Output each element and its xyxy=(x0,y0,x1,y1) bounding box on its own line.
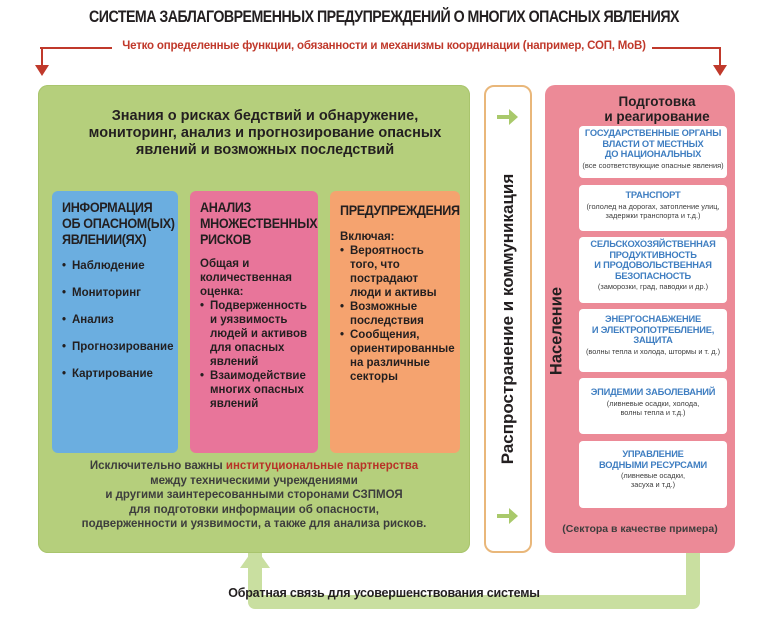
title-line: АНАЛИЗ xyxy=(200,199,252,215)
sector-note: (ливневые осадки, засуха и т.д.) xyxy=(620,471,686,489)
dissemination-label: Распространение и коммуникация xyxy=(498,173,517,465)
risk-knowledge-heading: Знания о рисках бедствий и обнаружение, … xyxy=(60,108,470,159)
partnership-line: для подготовки информации об опасности, xyxy=(129,503,379,516)
list-item: Анализ xyxy=(62,313,168,327)
list-item: Прогнозирование xyxy=(62,340,173,354)
feedback-label: Обратная связь для усовершенствования си… xyxy=(228,586,540,600)
list-item: Мониторинг xyxy=(62,286,168,300)
down-arrow-left-icon xyxy=(35,47,49,76)
sector-energy: ЭНЕРГОСНАБЖЕНИЕ И ЭЛЕКТРОПОТРЕБЛЕНИЕ, ЗА… xyxy=(579,309,727,372)
partnership-line: и другими заинтересованными сторонами СЗ… xyxy=(105,489,403,501)
warnings-box: ПРЕДУПРЕЖДЕНИЯ Включая: Вероятность того… xyxy=(330,191,460,453)
sector-title: УПРАВЛЕНИЕ ВОДНЫМИ РЕСУРСАМИ xyxy=(582,449,724,470)
partnership-highlight: институциональные партнерства xyxy=(225,460,419,472)
title-line: ВОДНЫМИ РЕСУРСАМИ xyxy=(598,459,707,470)
sector-note: (гололед на дорогах, затопление улиц, за… xyxy=(586,201,720,220)
title-line: Подготовка xyxy=(618,94,696,109)
warnings-list: Вероятность того, что пострадают люди и … xyxy=(340,244,455,384)
list-item: Подверженность и уязвимость людей и акти… xyxy=(200,299,308,369)
multi-hazard-risk-analysis-box: АНАЛИЗ МНОЖЕСТВЕННЫХ РИСКОВ Общая и коли… xyxy=(190,191,318,453)
coordination-line-left xyxy=(40,47,112,49)
hazard-information-box: ИНФОРМАЦИЯ ОБ ОПАСНОМ(ЫХ) ЯВЛЕНИИ(ЯХ) На… xyxy=(52,191,178,453)
title-line: РИСКОВ xyxy=(200,231,251,247)
sector-title: ЭНЕРГОСНАБЖЕНИЕ И ЭЛЕКТРОПОТРЕБЛЕНИЕ, ЗА… xyxy=(582,314,724,346)
sectors-example-note: (Сектора в качестве примера) xyxy=(562,523,718,535)
right-arrow-icon xyxy=(497,109,518,125)
partnership-text: Исключительно важны институциональные па… xyxy=(38,459,470,532)
coordination-line-right xyxy=(652,47,720,49)
diagram-title: СИСТЕМА ЗАБЛАГОВРЕМЕННЫХ ПРЕДУПРЕЖДЕНИЙ … xyxy=(89,8,679,26)
title-line: МНОЖЕСТВЕННЫХ xyxy=(200,215,318,231)
title-line: И ЭЛЕКТРОПОТРЕБЛЕНИЕ, xyxy=(591,324,715,335)
title-line: СЕЛЬСКОХОЗЯЙСТВЕННАЯ xyxy=(590,239,716,249)
sector-agriculture: СЕЛЬСКОХОЗЯЙСТВЕННАЯ ПРОДУКТИВНОСТЬ И ПР… xyxy=(579,237,727,303)
heading-line: явлений и возможных последствий xyxy=(135,142,395,158)
dissemination-panel xyxy=(484,85,532,553)
down-arrow-right-icon xyxy=(713,47,727,76)
list-item: Взаимодействие многих опасных явлений xyxy=(200,369,308,411)
heading-line: Знания о рисках бедствий и обнаружение, xyxy=(111,108,419,124)
title-line: ТРАНСПОРТ xyxy=(625,190,681,200)
risk-analysis-title: АНАЛИЗ МНОЖЕСТВЕННЫХ РИСКОВ xyxy=(200,199,318,247)
sector-title: ТРАНСПОРТ xyxy=(582,190,724,201)
preparedness-title: Подготовка и реагирование xyxy=(579,94,735,124)
risk-analysis-list: Подверженность и уязвимость людей и акти… xyxy=(200,299,308,411)
title-line: ПРОДУКТИВНОСТЬ xyxy=(609,249,697,260)
list-item: Вероятность того, что пострадают люди и … xyxy=(340,244,450,300)
title-line: ОБ ОПАСНОМ(ЫХ) xyxy=(62,215,175,231)
sector-note: (волны тепла и холода, штормы и т. д.) xyxy=(585,346,721,356)
title-line: ГОСУДАРСТВЕННЫЕ ОРГАНЫ xyxy=(584,128,722,138)
population-label: Население xyxy=(547,286,566,376)
title-line: ВЛАСТИ ОТ МЕСТНЫХ xyxy=(602,138,704,149)
title-line: ЗАЩИТА xyxy=(633,335,673,345)
warnings-intro: Включая: xyxy=(340,231,395,243)
sector-note: (заморозки, град, паводки и др.) xyxy=(597,282,709,291)
sector-title: СЕЛЬСКОХОЗЯЙСТВЕННАЯ ПРОДУКТИВНОСТЬ И ПР… xyxy=(582,239,724,281)
sector-note: (все соответствующие опасные явления) xyxy=(582,160,724,170)
partnership-lead: Исключительно важны xyxy=(89,460,226,472)
title-line: И ПРОДОВОЛЬСТВЕННАЯ xyxy=(594,260,712,270)
title-line: ИНФОРМАЦИЯ xyxy=(62,199,153,215)
title-line: ЭНЕРГОСНАБЖЕНИЕ xyxy=(605,314,701,324)
list-item: Возможные последствия xyxy=(340,300,450,328)
title-line: УПРАВЛЕНИЕ xyxy=(622,449,684,459)
right-arrow-icon xyxy=(497,508,518,524)
risk-analysis-intro: Общая и количественная оценка: xyxy=(200,258,292,298)
partnership-line: подверженности и уязвимости, а также для… xyxy=(81,518,427,530)
sector-government: ГОСУДАРСТВЕННЫЕ ОРГАНЫ ВЛАСТИ ОТ МЕСТНЫХ… xyxy=(579,126,727,178)
sector-title: ГОСУДАРСТВЕННЫЕ ОРГАНЫ ВЛАСТИ ОТ МЕСТНЫХ… xyxy=(582,128,724,160)
warnings-title: ПРЕДУПРЕЖДЕНИЯ xyxy=(340,202,460,218)
title-line: ЭПИДЕМИИ ЗАБОЛЕВАНИЙ xyxy=(590,387,716,397)
hazard-information-list: Наблюдение Мониторинг Анализ Прогнозиров… xyxy=(62,259,173,381)
partnership-line: Исключительно важны институциональные па… xyxy=(38,459,470,474)
sector-epidemics: ЭПИДЕМИИ ЗАБОЛЕВАНИЙ (ливневые осадки, х… xyxy=(579,378,727,434)
list-item: Сообщения, ориентированные на различные … xyxy=(340,328,455,384)
sector-water: УПРАВЛЕНИЕ ВОДНЫМИ РЕСУРСАМИ (ливневые о… xyxy=(579,441,727,508)
title-line: БЕЗОПАСНОСТЬ xyxy=(614,270,692,281)
heading-line: мониторинг, анализ и прогнозирование опа… xyxy=(88,125,442,141)
sector-transport: ТРАНСПОРТ (гололед на дорогах, затоплени… xyxy=(579,185,727,231)
title-line: и реагирование xyxy=(604,109,710,124)
hazard-information-title: ИНФОРМАЦИЯ ОБ ОПАСНОМ(ЫХ) ЯВЛЕНИИ(ЯХ) xyxy=(62,199,175,247)
title-line: ЯВЛЕНИИ(ЯХ) xyxy=(62,231,147,247)
list-item: Картирование xyxy=(62,367,168,381)
sector-title: ЭПИДЕМИИ ЗАБОЛЕВАНИЙ xyxy=(582,387,724,398)
partnership-line: между техническими учреждениями xyxy=(150,474,358,487)
sector-note: (ливневые осадки, холода, волны тепла и … xyxy=(606,398,700,417)
list-item: Наблюдение xyxy=(62,259,168,273)
title-line: ДО НАЦИОНАЛЬНЫХ xyxy=(604,149,702,159)
coordination-subtitle: Четко определенные функции, обязанности … xyxy=(122,40,646,52)
